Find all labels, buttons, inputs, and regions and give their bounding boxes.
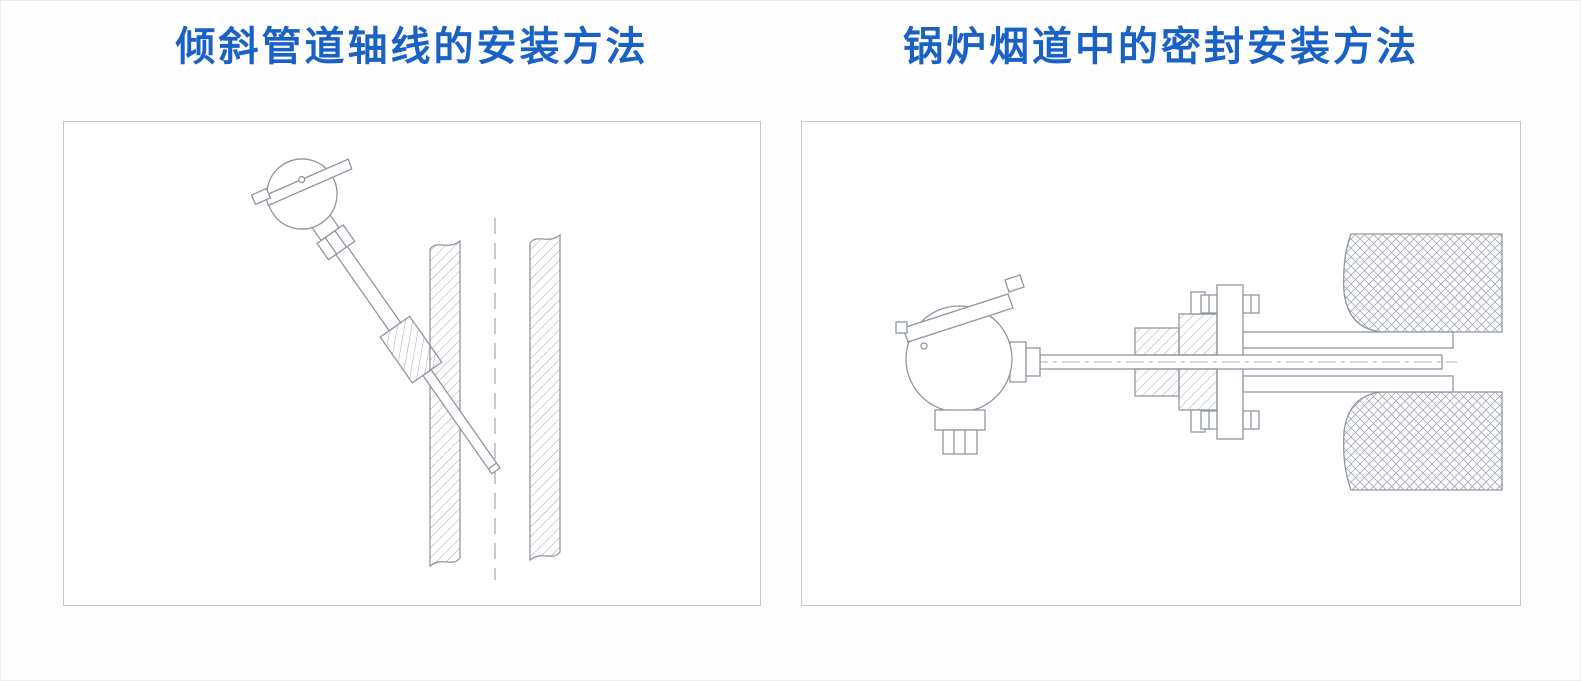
panel-title-left: 倾斜管道轴线的安装方法 <box>175 25 649 69</box>
gland-block <box>1134 327 1180 356</box>
panel-title-right: 锅炉烟道中的密封安装方法 <box>903 25 1419 69</box>
boiler-flue-diagram <box>895 233 1503 491</box>
connection-head <box>895 274 1041 455</box>
flue-wall-upper <box>1343 233 1503 333</box>
cap-pivot <box>298 175 306 184</box>
cap-screw-icon <box>1004 274 1025 293</box>
gland-block <box>1134 368 1180 397</box>
head-cap <box>902 293 1014 343</box>
panel-boiler-flue: 锅炉烟道中的密封安装方法 <box>801 21 1521 606</box>
terminal-base <box>934 409 986 431</box>
cap-pivot <box>920 342 928 350</box>
gland-block <box>1178 368 1218 411</box>
terminal-block <box>942 429 978 455</box>
cap-screw-icon <box>250 187 272 206</box>
head-nipple-step <box>1025 347 1041 377</box>
pipe-right-wall <box>529 233 561 562</box>
head-cap <box>264 158 353 207</box>
mounting-assembly <box>1030 284 1457 440</box>
panel-inclined-pipe: 倾斜管道轴线的安装方法 <box>63 21 761 606</box>
diagram-frame-right <box>801 121 1521 606</box>
flue-wall-lower <box>1343 391 1503 491</box>
stem-tube <box>333 243 402 332</box>
sleeve-pipe-top-wall <box>1242 331 1454 349</box>
flange-bolt-top <box>1200 294 1260 314</box>
sleeve-pipe-bottom-wall <box>1242 375 1454 393</box>
gland-block <box>1178 313 1218 356</box>
inclined-pipe-diagram <box>250 158 561 580</box>
diagram-frame-left <box>63 121 761 606</box>
cap-tab <box>895 321 908 334</box>
flange-bolt-bottom <box>1200 410 1260 430</box>
flue-wall <box>1343 233 1503 491</box>
thermocouple <box>250 158 501 475</box>
